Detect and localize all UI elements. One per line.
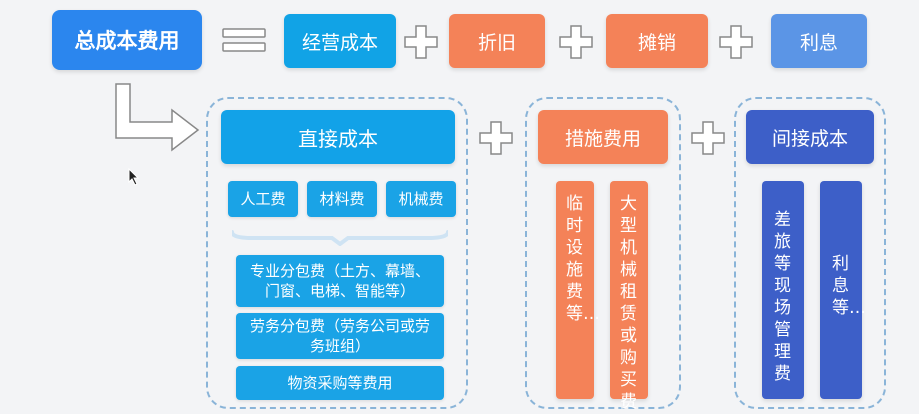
procurement-fee-box: 物资采购等费用: [236, 366, 444, 400]
plus-icon: [478, 120, 514, 156]
total-cost-box: 总成本费用: [52, 10, 202, 70]
interest-label: 利息: [799, 31, 838, 54]
subcontract-fee-label: 专业分包费（土方、幕墙、门窗、电梯、智能等）: [249, 262, 430, 300]
depreciation-box: 折旧: [449, 14, 545, 68]
plus-icon: [403, 24, 439, 60]
direct-cost-title: 直接成本: [298, 126, 378, 151]
labor-fee-label: 人工费: [240, 190, 286, 208]
labor-fee-box: 人工费: [228, 181, 298, 217]
depreciation-label: 折旧: [477, 31, 516, 54]
indirect-cost-title-box: 间接成本: [746, 110, 874, 164]
amortization-box: 摊销: [606, 14, 708, 68]
large-machinery-fee-box: 大型机械租赁或购买费: [610, 181, 648, 412]
operating-cost-label: 经营成本: [301, 31, 378, 54]
temp-facility-fee-label: 临时设施费等…: [566, 194, 600, 324]
subcontract-fee-box: 专业分包费（土方、幕墙、门窗、电梯、智能等）: [236, 255, 444, 307]
operating-cost-box: 经营成本: [284, 14, 396, 68]
indirect-cost-title: 间接成本: [771, 127, 848, 150]
travel-management-fee-label: 差旅等现场管理费: [774, 210, 791, 384]
measure-cost-title-box: 措施费用: [538, 110, 668, 164]
mouse-cursor-icon: [128, 167, 140, 186]
procurement-fee-label: 物资采购等费用: [287, 374, 393, 392]
material-fee-label: 材料费: [319, 190, 365, 208]
amortization-label: 摊销: [637, 31, 676, 54]
machinery-fee-label: 机械费: [398, 190, 444, 208]
labor-subcontract-fee-box: 劳务分包费（劳务公司或劳务班组）: [236, 313, 444, 359]
equals-sign: [222, 28, 266, 52]
interest-etc-box: 利息等…: [820, 181, 866, 399]
total-cost-label: 总成本费用: [74, 29, 180, 53]
interest-box: 利息: [771, 14, 867, 68]
machinery-fee-box: 机械费: [386, 181, 456, 217]
labor-subcontract-fee-label: 劳务分包费（劳务公司或劳务班组）: [249, 317, 430, 355]
elbow-arrow-icon: [112, 82, 200, 156]
measure-cost-title: 措施费用: [564, 127, 641, 150]
plus-icon: [690, 120, 726, 156]
material-fee-box: 材料费: [307, 181, 377, 217]
plus-icon: [718, 24, 754, 60]
large-machinery-fee-label: 大型机械租赁或购买费: [620, 194, 637, 412]
direct-cost-title-box: 直接成本: [221, 110, 455, 164]
plus-icon: [558, 24, 594, 60]
interest-etc-label: 利息等…: [832, 254, 866, 318]
travel-management-fee-box: 差旅等现场管理费: [762, 181, 804, 399]
temp-facility-fee-box: 临时设施费等…: [556, 181, 600, 399]
bracket-divider: [230, 228, 450, 247]
